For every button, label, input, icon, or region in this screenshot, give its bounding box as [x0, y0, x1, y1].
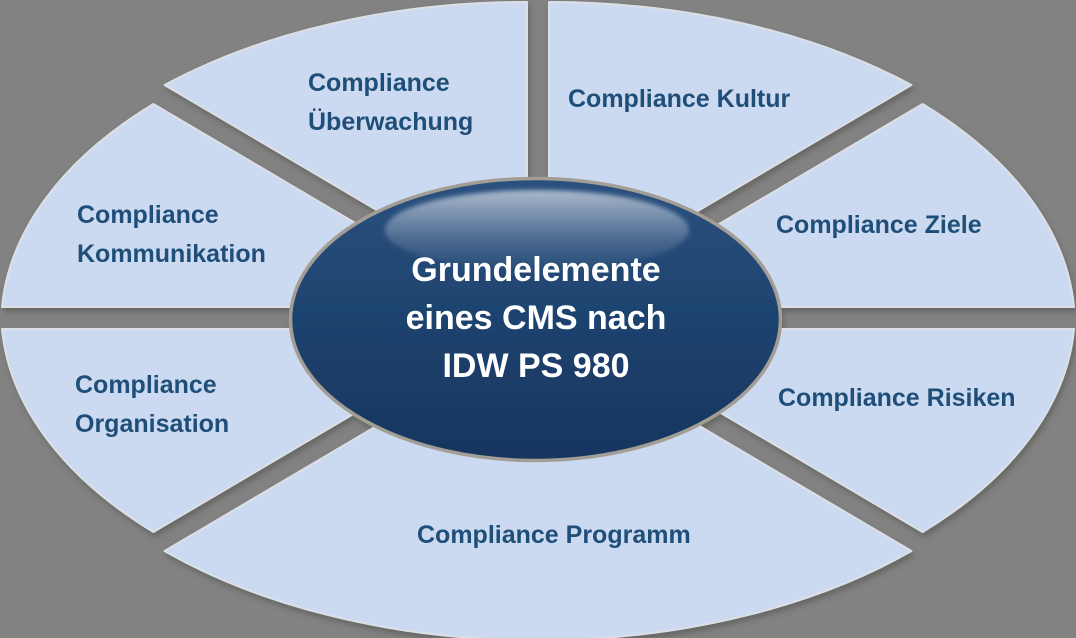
hub-title: Grundelemente eines CMS nach IDW PS 980	[336, 246, 736, 390]
hub-title-line: eines CMS nach	[405, 299, 667, 337]
segment-label-compliance-ueberwachung: Compliance Überwachung	[308, 64, 473, 142]
hub-title-line: IDW PS 980	[442, 347, 630, 385]
label-line: Compliance Kultur	[568, 85, 791, 113]
hub-title-line: Grundelemente	[411, 251, 661, 289]
label-line: Compliance Risiken	[778, 384, 1016, 412]
label-line: Überwachung	[308, 108, 474, 136]
segment-label-compliance-organisation: Compliance Organisation	[75, 366, 229, 444]
segment-label-compliance-ziele: Compliance Ziele	[776, 206, 982, 245]
label-line: Compliance	[75, 371, 217, 399]
segment-label-compliance-kommunikation: Compliance Kommunikation	[77, 196, 266, 274]
segment-label-compliance-risiken: Compliance Risiken	[778, 379, 1016, 418]
label-line: Kommunikation	[77, 240, 266, 268]
segment-compliance-programm	[163, 326, 913, 638]
label-line: Compliance	[308, 69, 450, 97]
hub-gloss-highlight	[385, 190, 689, 270]
label-line: Organisation	[75, 410, 230, 438]
label-line: Compliance	[77, 201, 219, 229]
label-line: Compliance Programm	[417, 521, 691, 549]
label-line: Compliance Ziele	[776, 211, 982, 239]
segment-label-compliance-kultur: Compliance Kultur	[568, 80, 790, 119]
segment-label-compliance-programm: Compliance Programm	[417, 516, 691, 555]
